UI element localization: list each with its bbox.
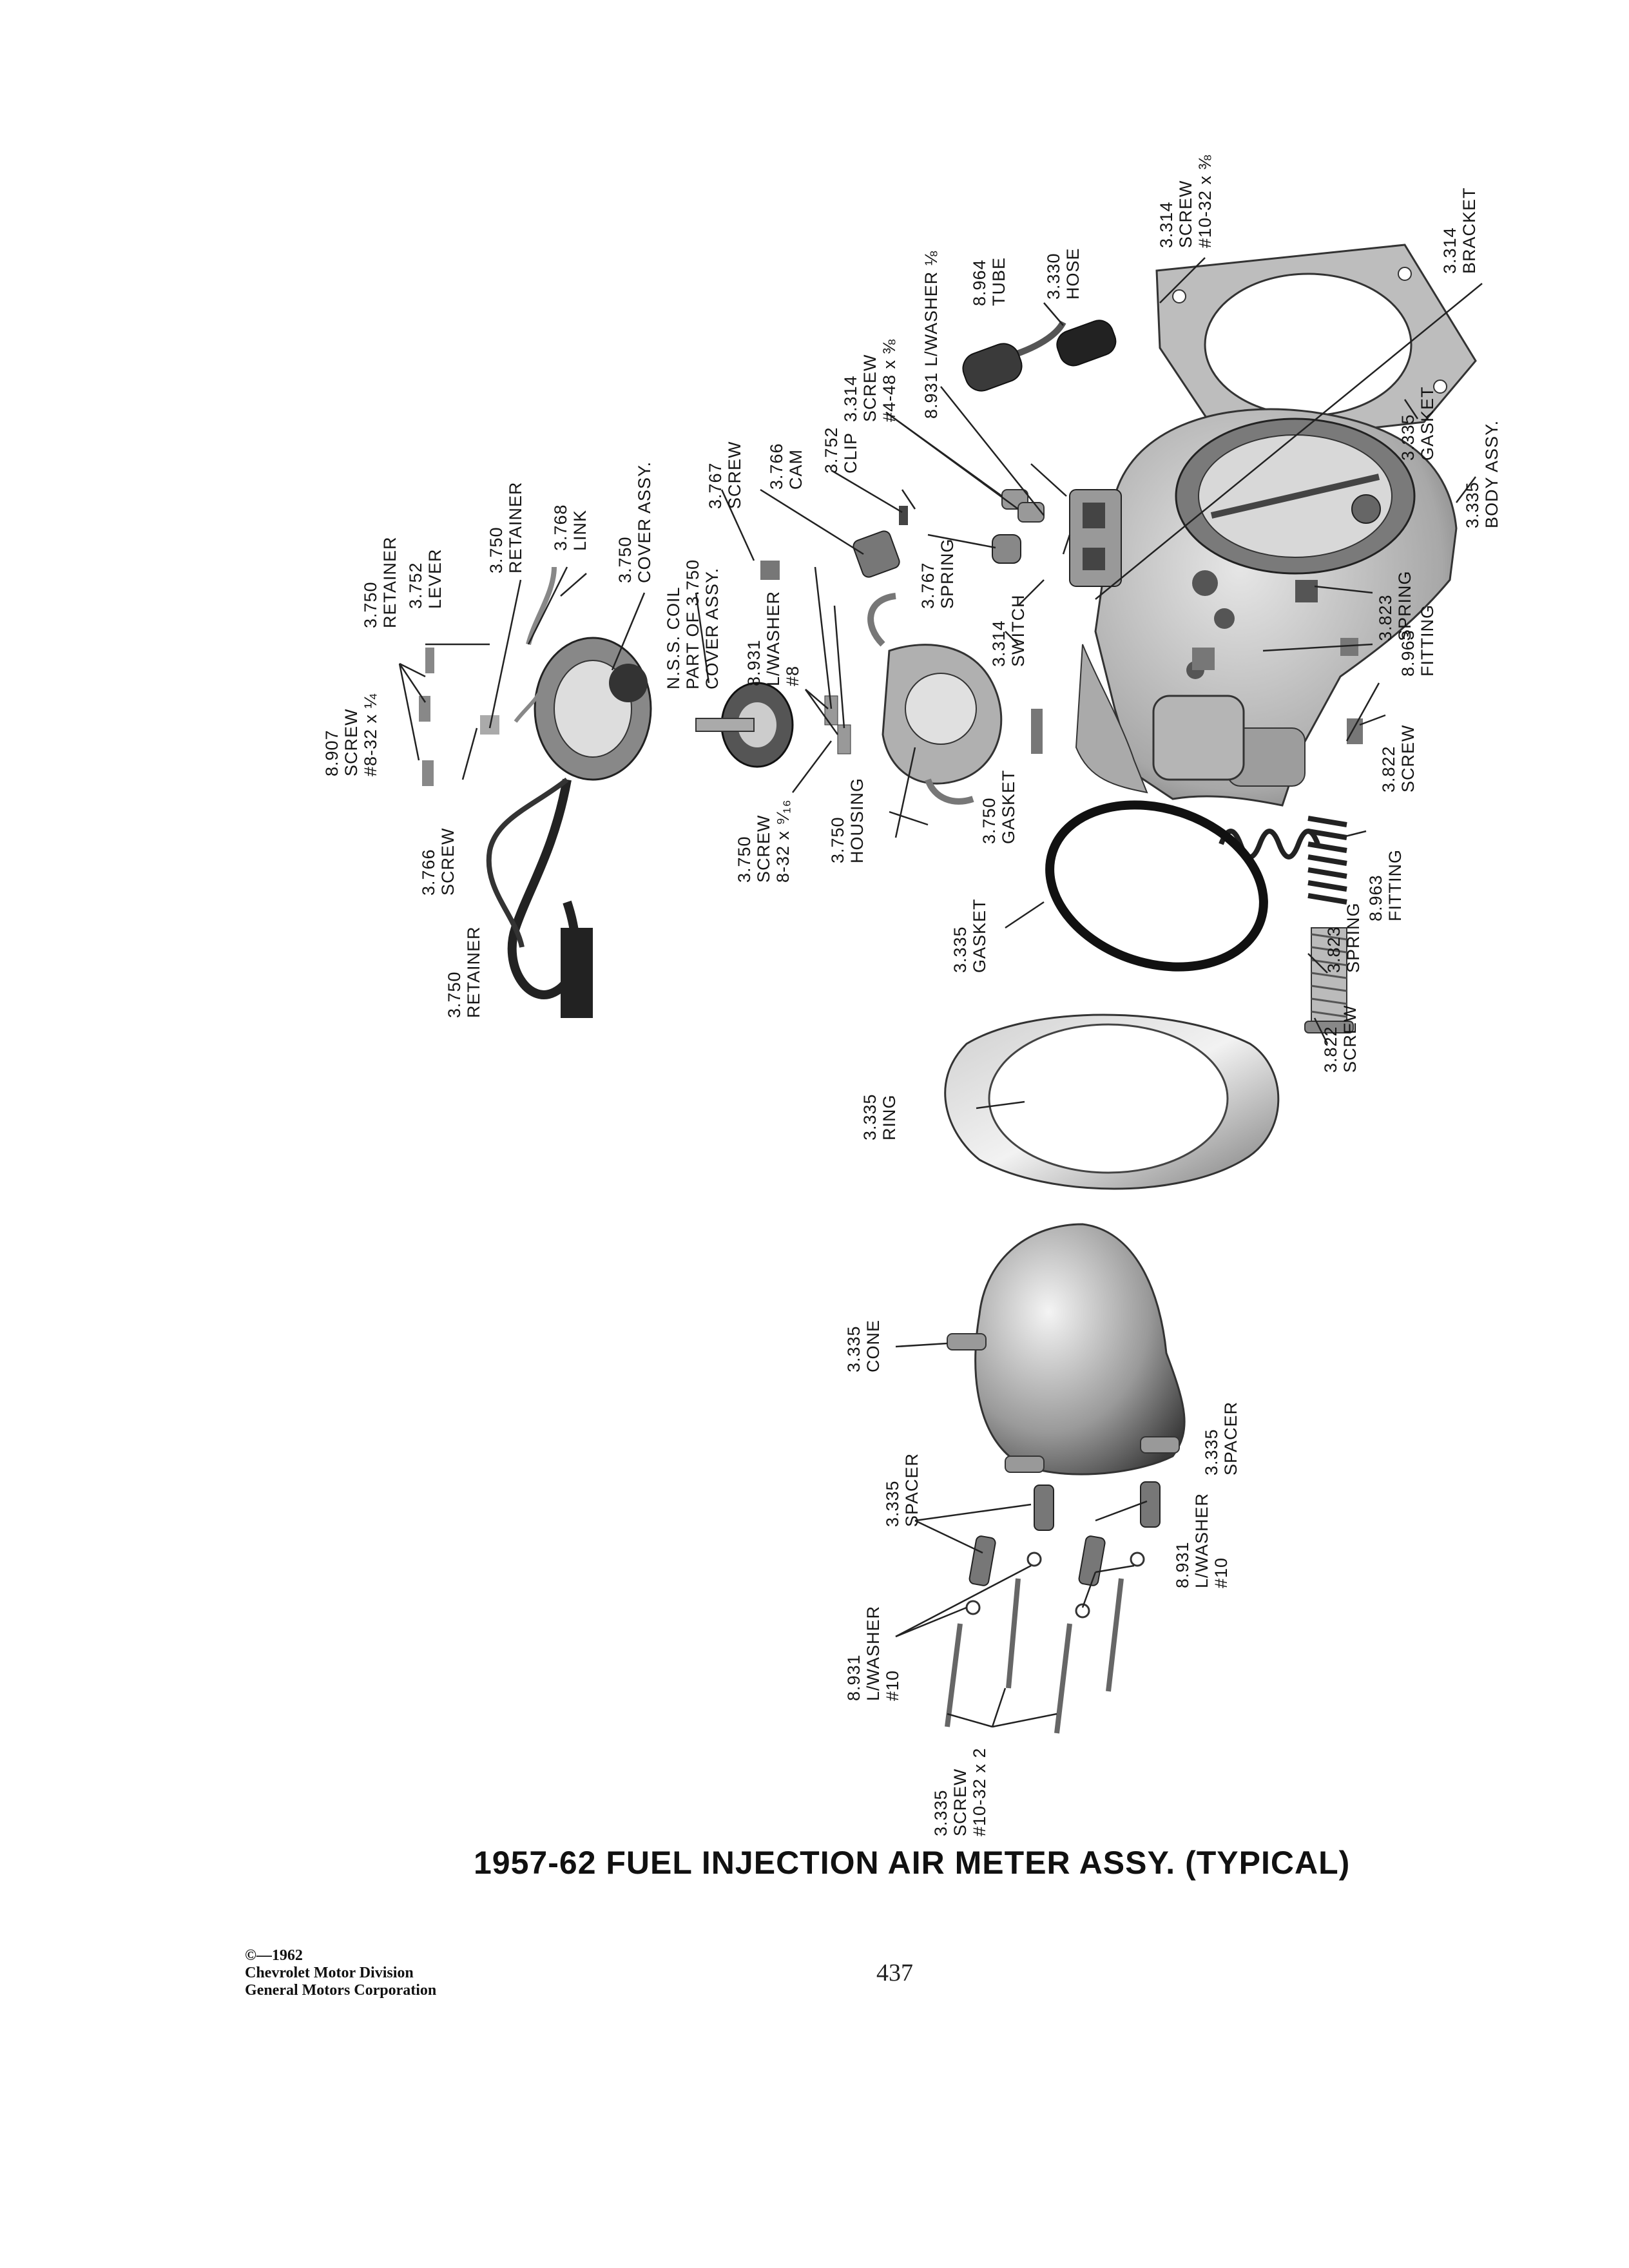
copyright-line-1: ©—1962 [245, 1947, 303, 1964]
springs-and-fittings [1219, 816, 1354, 1033]
cover-assembly [486, 637, 652, 1018]
copyright-block: ©—1962 Chevrolet Motor Division General … [245, 1947, 436, 1999]
copyright-line-3: General Motors Corporation [245, 1982, 437, 1999]
lower-body-casting [1075, 644, 1245, 794]
ring-part [944, 1014, 1280, 1190]
tube-and-hose [962, 320, 1117, 392]
leader-lines [398, 257, 1483, 1728]
page-number: 437 [876, 1959, 913, 1986]
coil-part [695, 682, 794, 768]
label-lwasher-8931-a: 8.931 L/WASHER ⅛ [921, 250, 941, 419]
small-hardware [419, 489, 1363, 786]
switch-part [1069, 489, 1122, 587]
diagram-title: 1957-62 FUEL INJECTION AIR METER ASSY. (… [474, 1845, 1351, 1881]
mid-gasket [1045, 800, 1268, 972]
housing-part [867, 593, 1003, 805]
spacers-and-screws [945, 1481, 1161, 1734]
top-gasket [1155, 244, 1477, 446]
cone-part [947, 1223, 1186, 1475]
copyright-line-2: Chevrolet Motor Division [245, 1965, 414, 1981]
